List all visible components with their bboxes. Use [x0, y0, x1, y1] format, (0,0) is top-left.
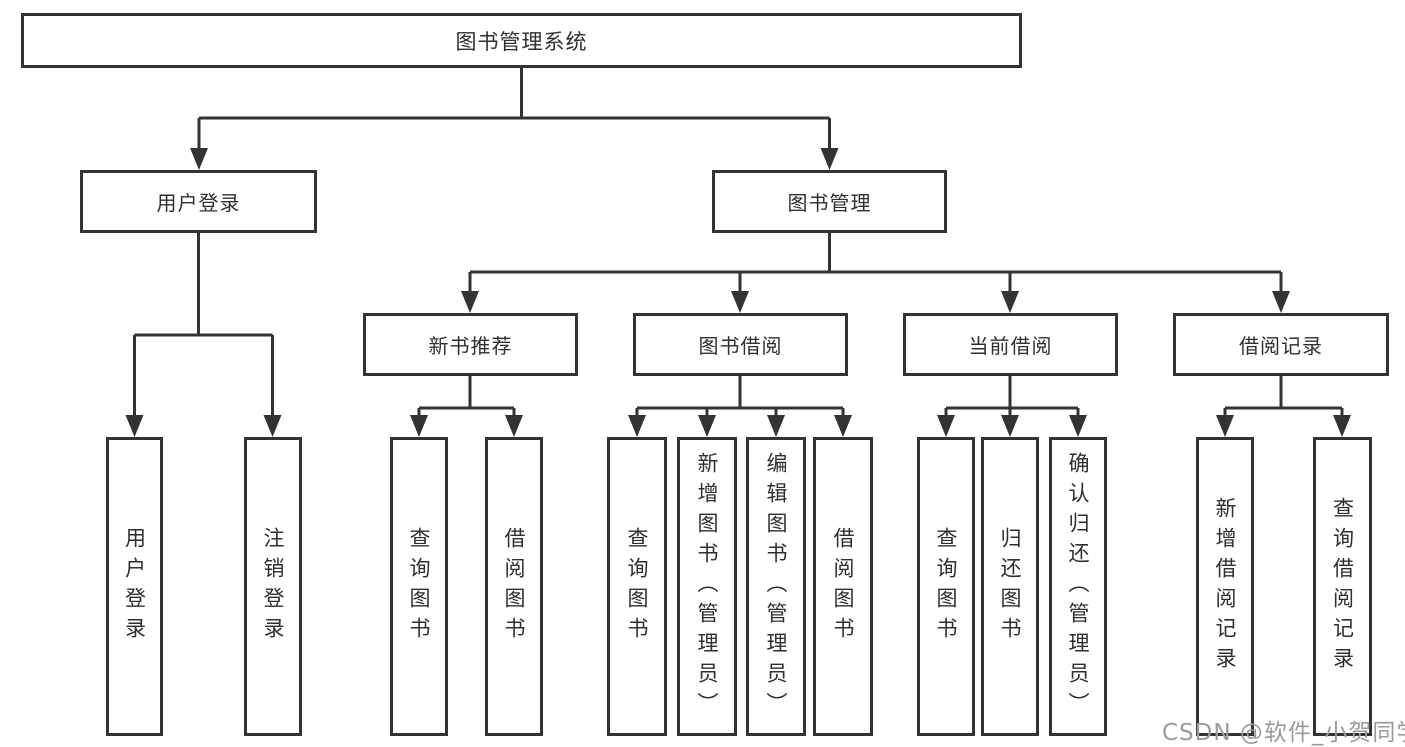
leaf-query-books-current: 查询图书 [917, 437, 975, 736]
leaf-logout-label: 注销登录 [261, 526, 285, 647]
csdn-watermark: CSDN @软件_小贺同学 [1162, 720, 1405, 746]
leaf-add-books-admin: 新增图书（管理员） [677, 437, 737, 736]
leaf-return-books: 归还图书 [981, 437, 1039, 736]
arrowheads-book-borrow [628, 415, 852, 437]
leaf-query-borrow-record: 查询借阅记录 [1313, 437, 1372, 736]
connector-borrow-records [1223, 376, 1344, 419]
leaf-return-books-label: 归还图书 [998, 526, 1022, 647]
connector-user-login [133, 233, 274, 419]
arrowheads-new-book-rec [410, 415, 523, 437]
leaf-borrow-books-label: 借阅图书 [831, 526, 855, 647]
node-new-book-recommend: 新书推荐 [363, 313, 578, 376]
arrowheads-user-login [125, 415, 282, 437]
arrowheads-current-borrow [937, 415, 1087, 437]
leaf-query-books-rec: 查询图书 [390, 437, 448, 736]
leaf-borrow-books-rec: 借阅图书 [485, 437, 543, 736]
leaf-add-borrow-record: 新增借阅记录 [1196, 437, 1254, 736]
leaf-add-borrow-record-label: 新增借阅记录 [1213, 496, 1237, 677]
node-borrow-records: 借阅记录 [1173, 313, 1389, 376]
node-user-login: 用户登录 [80, 170, 317, 233]
leaf-query-books-borrow: 查询图书 [607, 437, 667, 736]
arrowheads-book-management [461, 291, 1290, 313]
leaf-query-books-rec-label: 查询图书 [407, 526, 431, 647]
leaf-borrow-books: 借阅图书 [813, 437, 873, 736]
leaf-confirm-return-admin-label: 确认归还（管理员） [1066, 451, 1090, 722]
leaf-user-login: 用户登录 [106, 437, 163, 736]
leaf-query-borrow-record-label: 查询借阅记录 [1330, 496, 1355, 677]
node-book-borrow: 图书借阅 [633, 313, 848, 376]
leaf-add-books-admin-label: 新增图书（管理员） [695, 451, 719, 722]
node-current-borrow: 当前借阅 [903, 313, 1118, 376]
leaf-query-books-current-label: 查询图书 [934, 526, 958, 647]
leaf-edit-books-admin: 编辑图书（管理员） [746, 437, 806, 736]
leaf-edit-books-admin-label: 编辑图书（管理员） [764, 451, 788, 722]
arrowheads-root-to-level2 [190, 148, 839, 170]
leaf-query-books-borrow-label: 查询图书 [625, 526, 649, 647]
connector-current-borrow [944, 376, 1080, 419]
arrowheads-borrow-records [1216, 415, 1351, 437]
node-root-system: 图书管理系统 [21, 13, 1022, 68]
leaf-borrow-books-rec-label: 借阅图书 [502, 526, 526, 647]
node-book-management: 图书管理 [712, 170, 947, 233]
leaf-logout: 注销登录 [244, 437, 302, 736]
leaf-user-login-label: 用户登录 [122, 526, 147, 647]
leaf-confirm-return-admin: 确认归还（管理员） [1049, 437, 1107, 736]
connector-book-management [468, 233, 1283, 296]
connector-root-to-level2 [197, 68, 831, 152]
connector-new-book-rec [417, 376, 516, 419]
connector-book-borrow [635, 376, 845, 419]
